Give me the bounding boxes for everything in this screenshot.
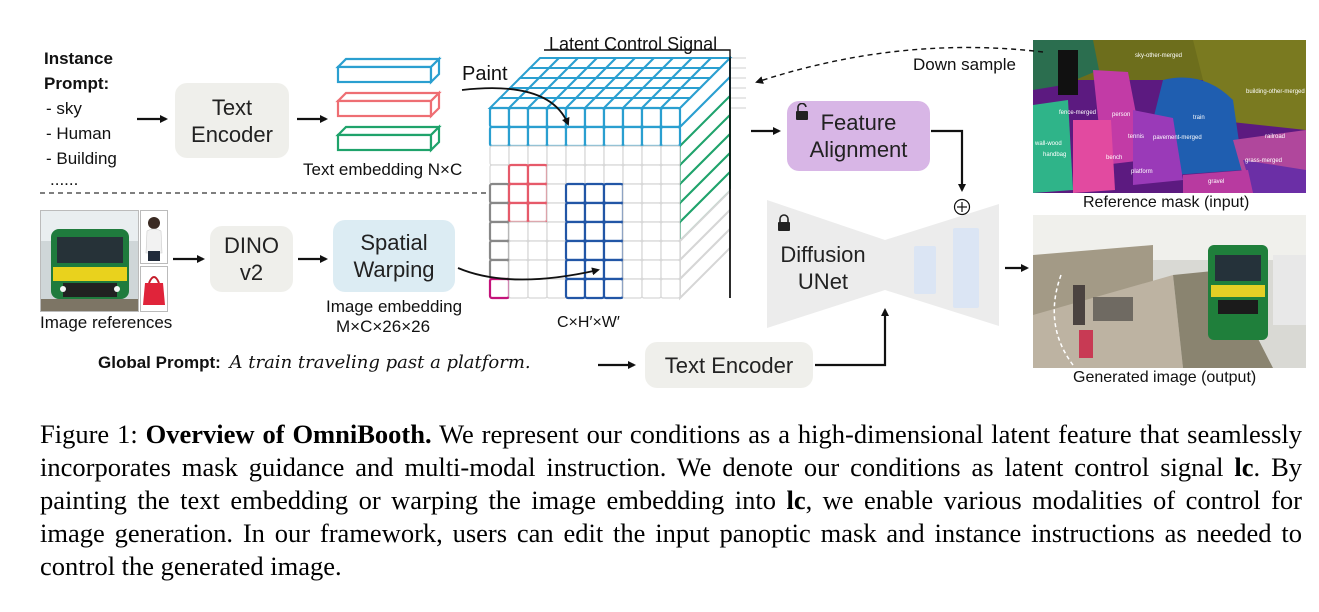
instance-prompt-item: - Human [46, 124, 112, 143]
arrows-layer [137, 46, 1044, 369]
image-references-label: Image references [40, 313, 173, 332]
down-sample-label: Down sample [913, 55, 1016, 74]
mask-segment-label: platform [1131, 169, 1153, 175]
mask-segment-label: building-other-merged [1246, 89, 1305, 95]
mask-segment-label: fence-merged [1059, 110, 1097, 116]
instance-prompt-title-1: Instance [44, 49, 113, 68]
mask-segment-label: train [1193, 115, 1205, 121]
image-embedding-label-2: M×C×26×26 [336, 317, 431, 336]
instance-prompt-title-2: Prompt: [44, 74, 110, 93]
spatial-warping-box: Spatial Warping [333, 220, 455, 292]
text-embedding-label: Text embedding N×C [303, 160, 463, 179]
text-embedding-red-bar [335, 90, 442, 119]
text-embedding-bars [335, 56, 442, 153]
mask-segment-label: grass-merged [1245, 158, 1283, 164]
diffusion-unet-label: Diffusion UNet [780, 242, 866, 294]
mask-segment-label: person [1112, 112, 1131, 118]
arrow-paint [461, 87, 570, 126]
global-text-encoder-box: Text Encoder [645, 342, 813, 388]
global-prompt: Global Prompt: A train traveling past a … [98, 352, 531, 373]
text-embedding-green-bar [335, 124, 442, 153]
global-prompt-label: Global Prompt: [98, 353, 221, 372]
text-encoder-box: Text Encoder [175, 83, 289, 158]
mask-segment-label: railroad [1265, 134, 1286, 140]
caption-text-1: We represent our conditions as a high-di… [40, 419, 1302, 482]
caption-symbol-lc: lc [786, 485, 806, 515]
caption-figure-label: Figure 1: [40, 419, 138, 449]
mask-segment-label: gravel [1208, 179, 1225, 185]
reference-mask-image: sky-other-merged building-other-merged t… [1033, 40, 1306, 193]
instance-prompt-item: ...... [50, 170, 79, 189]
caption-symbol-lc: lc [1234, 452, 1254, 482]
global-prompt-text: A train traveling past a platform. [229, 352, 531, 373]
text-embedding-blue-bar [335, 56, 442, 85]
latent-control-signal-label: Latent Control Signal [549, 34, 718, 54]
generated-image-label: Generated image (output) [1073, 369, 1257, 386]
latent-front-cell [660, 278, 681, 299]
arrow-alignment-to-unet [931, 129, 966, 192]
dino-v2-box: DINO v2 [210, 226, 293, 292]
latent-control-cube [487, 49, 746, 301]
mask-segment-label: wall-wood [1035, 141, 1062, 147]
figure-caption: Figure 1: Overview of OmniBooth. We repr… [40, 418, 1302, 583]
lock-icon [777, 214, 791, 237]
train-reference-image [40, 210, 139, 312]
feature-alignment-box: Feature Alignment [787, 101, 930, 171]
latent-dims-label: C×H′×W′ [557, 314, 620, 331]
caption-title: Overview of OmniBooth. [145, 419, 432, 449]
handbag-reference-image [140, 266, 168, 312]
mask-segment-label: bench [1106, 155, 1123, 161]
paint-label: Paint [462, 63, 508, 85]
instance-prompt: Instance Prompt: - sky - Human - Buildin… [44, 46, 117, 189]
add-icon [953, 198, 971, 216]
arrow-warp [457, 267, 600, 281]
mask-segment-label: tennis [1128, 134, 1145, 140]
unlock-icon [795, 102, 809, 126]
mask-segment-label: pavement-merged [1153, 135, 1202, 141]
mask-segment-label: handbag [1043, 152, 1067, 158]
reference-mask-label: Reference mask (input) [1083, 194, 1250, 211]
arrow-global-encoder-to-unet [815, 308, 889, 367]
image-embedding-label-1: Image embedding [326, 297, 463, 316]
caption-text-3: , we enable various modalities of contro… [40, 485, 1302, 581]
caption-text-2: . By painting the text embedding or warp… [40, 452, 1303, 515]
arrow-downsample [755, 46, 1044, 84]
instance-prompt-item: - sky [46, 99, 82, 118]
mask-segment-label: sky-other-merged [1135, 53, 1183, 59]
separator-dashed-line [40, 192, 495, 194]
diffusion-unet-shape [767, 200, 999, 328]
instance-prompt-item: - Building [46, 149, 117, 168]
person-reference-image [140, 210, 168, 264]
generated-image [1033, 215, 1306, 368]
